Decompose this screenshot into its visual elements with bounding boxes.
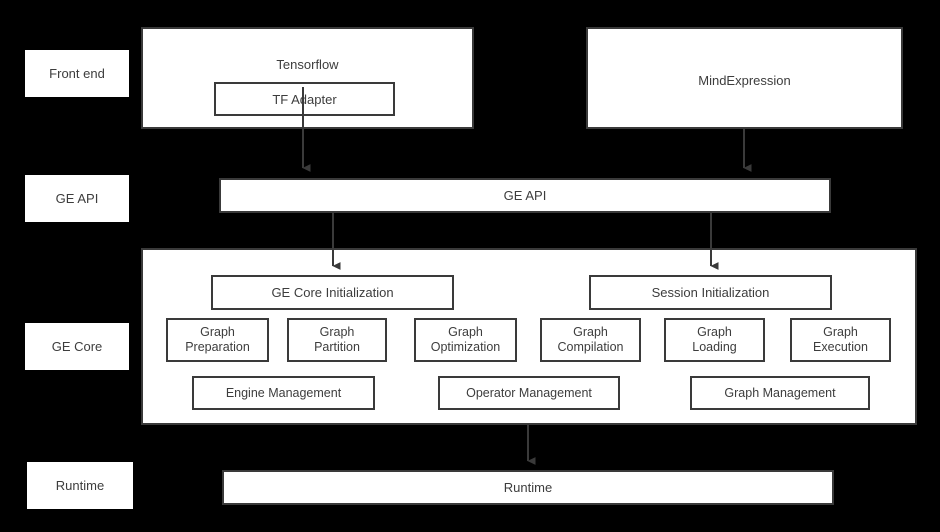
stage-label-front-end-text: Front end	[49, 66, 105, 81]
ge-api-bar[interactable]: GE API	[219, 178, 831, 213]
operator-management-box[interactable]: Operator Management	[438, 376, 620, 410]
stage-label-ge-api: GE API	[25, 175, 129, 222]
tensorflow-frame[interactable]: Tensorflow TF Adapter	[141, 27, 474, 129]
graph-loading-box[interactable]: Graph Loading	[664, 318, 765, 362]
graph-compilation-box[interactable]: Graph Compilation	[540, 318, 641, 362]
mindexpression-frame[interactable]: MindExpression	[586, 27, 903, 129]
graph-management-box[interactable]: Graph Management	[690, 376, 870, 410]
tf-adapter-box[interactable]: TF Adapter	[214, 82, 395, 116]
mindexpression-title: MindExpression	[698, 73, 791, 88]
stage-label-runtime: Runtime	[27, 462, 133, 509]
graph-partition-box[interactable]: Graph Partition	[287, 318, 387, 362]
session-initialization-box[interactable]: Session Initialization	[589, 275, 832, 310]
stage-label-ge-core-text: GE Core	[51, 339, 103, 354]
graph-preparation-box[interactable]: Graph Preparation	[166, 318, 269, 362]
stage-label-ge-api-text: GE API	[55, 191, 99, 206]
stage-label-front-end: Front end	[25, 50, 129, 97]
engine-management-box[interactable]: Engine Management	[192, 376, 375, 410]
stage-label-runtime-text: Runtime	[55, 478, 105, 493]
tensorflow-title: Tensorflow	[276, 57, 339, 72]
graph-execution-box[interactable]: Graph Execution	[790, 318, 891, 362]
stage-label-ge-core: GE Core	[25, 323, 129, 370]
graph-optimization-box[interactable]: Graph Optimization	[414, 318, 517, 362]
runtime-bar[interactable]: Runtime	[222, 470, 834, 505]
ge-core-initialization-box[interactable]: GE Core Initialization	[211, 275, 454, 310]
